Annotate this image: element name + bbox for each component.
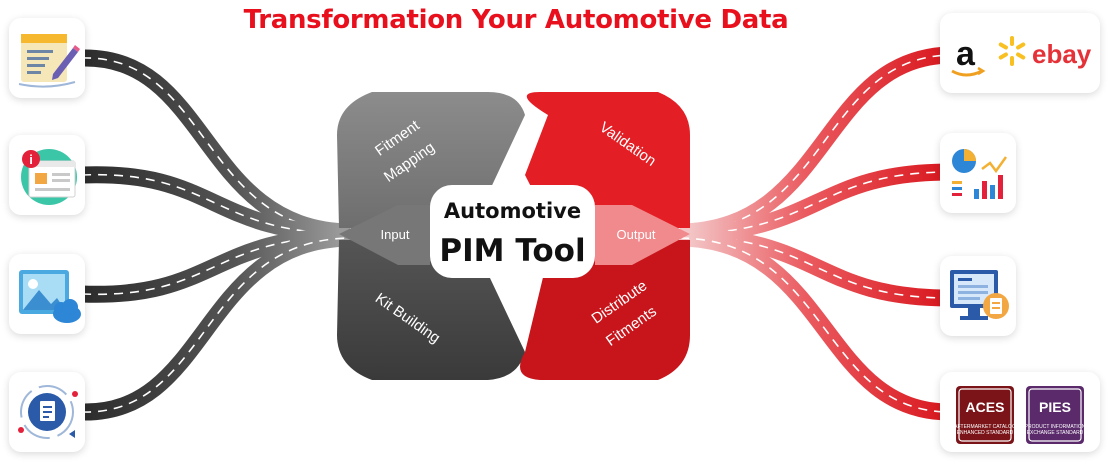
input-card-3 (9, 254, 85, 334)
svg-text:ACES: ACES (966, 399, 1005, 415)
document-sync-icon (18, 385, 78, 439)
output-roads (679, 46, 951, 421)
output-card-marketplaces: a ebay (940, 13, 1100, 93)
aces-badge: ACES AFTERMARKET CATALOG ENHANCED STANDA… (954, 386, 1016, 444)
svg-text:ENHANCED STANDARD: ENHANCED STANDARD (957, 430, 1014, 436)
road-input-2 (81, 166, 351, 243)
input-card-4 (9, 372, 85, 452)
svg-text:PRODUCT INFORMATION: PRODUCT INFORMATION (1025, 424, 1086, 430)
svg-text:EXCHANGE STANDARD: EXCHANGE STANDARD (1027, 430, 1084, 436)
svg-text:i: i (29, 152, 33, 167)
standards-badges: ACES AFTERMARKET CATALOG ENHANCED STANDA… (954, 386, 1086, 444)
product-info-icon: i (21, 149, 77, 205)
walmart-logo (998, 36, 1026, 66)
center-title-line2: PIM Tool (439, 233, 586, 269)
svg-text:AFTERMARKET CATALOG: AFTERMARKET CATALOG (954, 424, 1016, 430)
analytics-chart-icon (952, 149, 1008, 199)
center-title-line1: Automotive (443, 199, 582, 223)
input-card-1 (9, 18, 85, 98)
center-card: Automotive PIM Tool (430, 185, 595, 278)
output-label: Output (616, 227, 655, 242)
output-card-analytics (940, 133, 1016, 213)
svg-text:a: a (956, 35, 976, 73)
input-wedge (339, 205, 430, 265)
output-card-monitor (940, 256, 1016, 336)
output-card-standards: ACES AFTERMARKET CATALOG ENHANCED STANDA… (940, 372, 1100, 452)
output-wedge (595, 205, 690, 265)
input-card-2: i (9, 135, 85, 215)
input-label: Input (381, 227, 410, 242)
document-edit-icon (18, 34, 80, 88)
road-output-2 (679, 163, 951, 243)
input-roads (81, 49, 351, 421)
svg-text:PIES: PIES (1039, 399, 1071, 415)
amazon-logo: a (951, 35, 986, 77)
ebay-logo: ebay (1032, 39, 1092, 69)
marketplace-logos: a ebay (951, 35, 1092, 77)
data-monitor-icon (950, 270, 1009, 320)
page-title: Transformation Your Automotive Data (243, 5, 789, 35)
image-cloud-icon (19, 270, 81, 323)
pies-badge: PIES PRODUCT INFORMATION EXCHANGE STANDA… (1025, 386, 1086, 444)
